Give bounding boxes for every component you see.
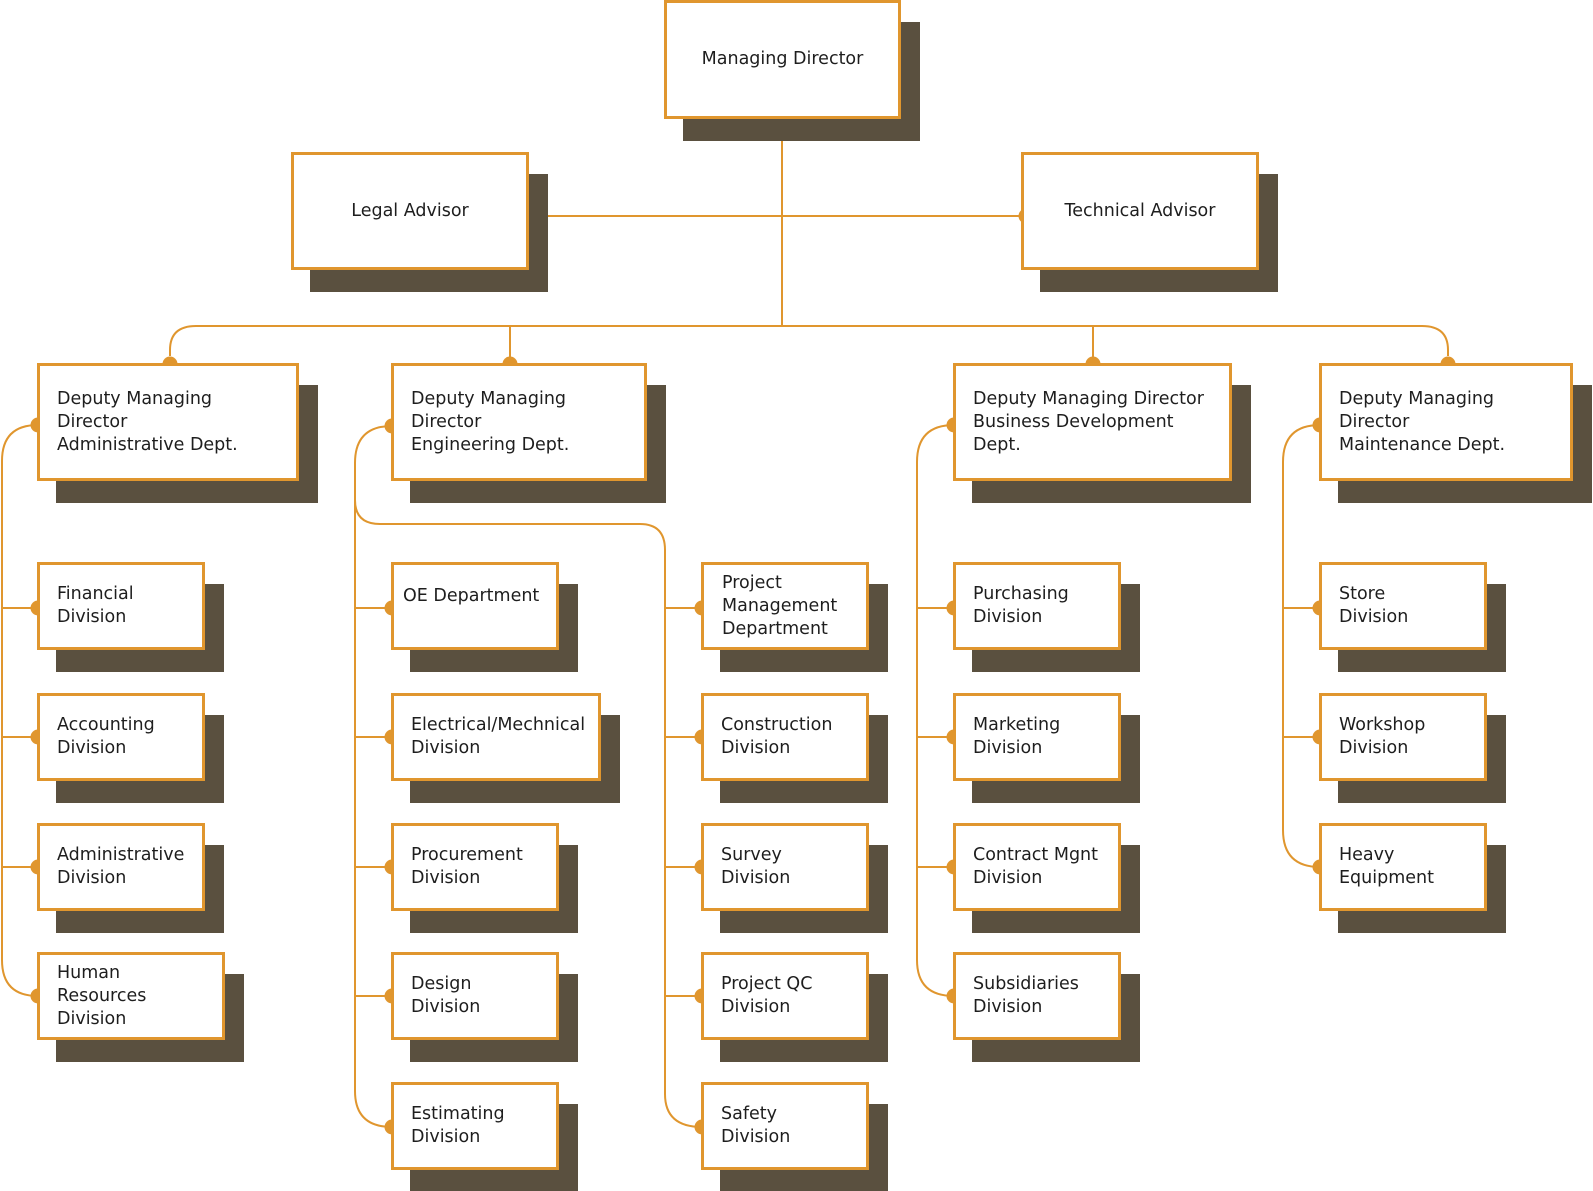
engineering-right-spine-line xyxy=(354,499,703,1128)
technical-advisor-label: Technical Advisor xyxy=(1064,200,1216,221)
project-management-department-box: Project Management Department xyxy=(701,562,869,650)
survey-division-label: Survey Division xyxy=(721,845,791,888)
financial-division-label: Financial Division xyxy=(57,584,134,627)
design-division-label: Design Division xyxy=(411,974,481,1017)
engineering-head-box: Deputy Managing Director Engineering Dep… xyxy=(391,363,647,481)
business-spine-line xyxy=(916,424,955,997)
procurement-division-box: Procurement Division xyxy=(391,823,559,911)
maintenance-head-box: Deputy Managing Director Maintenance Dep… xyxy=(1319,363,1573,481)
safety-division-label: Safety Division xyxy=(721,1104,791,1147)
store-division-box: Store Division xyxy=(1319,562,1487,650)
technical-advisor-box: Technical Advisor xyxy=(1021,152,1259,270)
project-qc-division-box: Project QC Division xyxy=(701,952,869,1040)
subsidiaries-division-label: Subsidiaries Division xyxy=(973,974,1079,1017)
human-resources-division-label: Human Resources Division xyxy=(57,962,147,1029)
managing-director-box: Managing Director xyxy=(664,0,901,119)
engineering-right-branch-line xyxy=(665,607,702,997)
oe-department-box: OE Department xyxy=(391,562,559,650)
store-division-label: Store Division xyxy=(1339,584,1409,627)
engineering-head-label: Deputy Managing Director Engineering Dep… xyxy=(411,388,570,455)
maintenance-branch-line xyxy=(1283,607,1320,738)
human-resources-division-box: Human Resources Division xyxy=(37,952,225,1040)
managing-director-label: Managing Director xyxy=(701,49,864,69)
construction-division-box: Construction Division xyxy=(701,693,869,781)
financial-division-box: Financial Division xyxy=(37,562,205,650)
business-head-label: Deputy Managing Director Business Develo… xyxy=(973,388,1204,455)
admin-head-box: Deputy Managing Director Administrative … xyxy=(37,363,299,481)
maintenance-spine-line xyxy=(1282,424,1321,868)
estimating-division-label: Estimating Division xyxy=(411,1104,505,1147)
purchasing-division-box: Purchasing Division xyxy=(953,562,1121,650)
maintenance-head-label: Deputy Managing Director Maintenance Dep… xyxy=(1339,388,1506,455)
oe-department-label: OE Department xyxy=(403,586,540,606)
administrative-division-label: Administrative Division xyxy=(57,845,185,888)
subsidiaries-division-box: Subsidiaries Division xyxy=(953,952,1121,1040)
heavy-equipment-box: Heavy Equipment xyxy=(1319,823,1487,911)
legal-advisor-label: Legal Advisor xyxy=(351,200,469,221)
engineering-spine-line xyxy=(354,425,393,1128)
heavy-equipment-label: Heavy Equipment xyxy=(1339,845,1434,888)
marketing-division-box: Marketing Division xyxy=(953,693,1121,781)
business-head-box: Deputy Managing Director Business Develo… xyxy=(953,363,1232,481)
project-management-department-label: Project Management Department xyxy=(722,572,838,639)
estimating-division-box: Estimating Division xyxy=(391,1082,559,1170)
purchasing-division-label: Purchasing Division xyxy=(973,584,1069,627)
survey-division-box: Survey Division xyxy=(701,823,869,911)
workshop-division-box: Workshop Division xyxy=(1319,693,1487,781)
contract-mgnt-division-box: Contract Mgnt Division xyxy=(953,823,1121,911)
design-division-box: Design Division xyxy=(391,952,559,1040)
safety-division-box: Safety Division xyxy=(701,1082,869,1170)
construction-division-label: Construction Division xyxy=(721,715,833,758)
marketing-division-label: Marketing Division xyxy=(973,715,1061,758)
workshop-division-label: Workshop Division xyxy=(1339,715,1426,758)
contract-mgnt-division-label: Contract Mgnt Division xyxy=(973,845,1099,888)
engineering-branch-line xyxy=(355,607,392,997)
administrative-division-box: Administrative Division xyxy=(37,823,205,911)
department-bus-line xyxy=(169,325,1449,356)
legal-advisor-box: Legal Advisor xyxy=(291,152,529,270)
electrical-mechnical-division-box: Electrical/Mechnical Division xyxy=(391,693,601,781)
electrical-mechnical-division-label: Electrical/Mechnical Division xyxy=(411,715,586,758)
project-qc-division-label: Project QC Division xyxy=(721,974,813,1017)
accounting-division-label: Accounting Division xyxy=(57,715,155,758)
admin-head-label: Deputy Managing Director Administrative … xyxy=(57,388,238,455)
procurement-division-label: Procurement Division xyxy=(411,845,523,888)
admin-spine-line xyxy=(1,424,39,997)
accounting-division-box: Accounting Division xyxy=(37,693,205,781)
